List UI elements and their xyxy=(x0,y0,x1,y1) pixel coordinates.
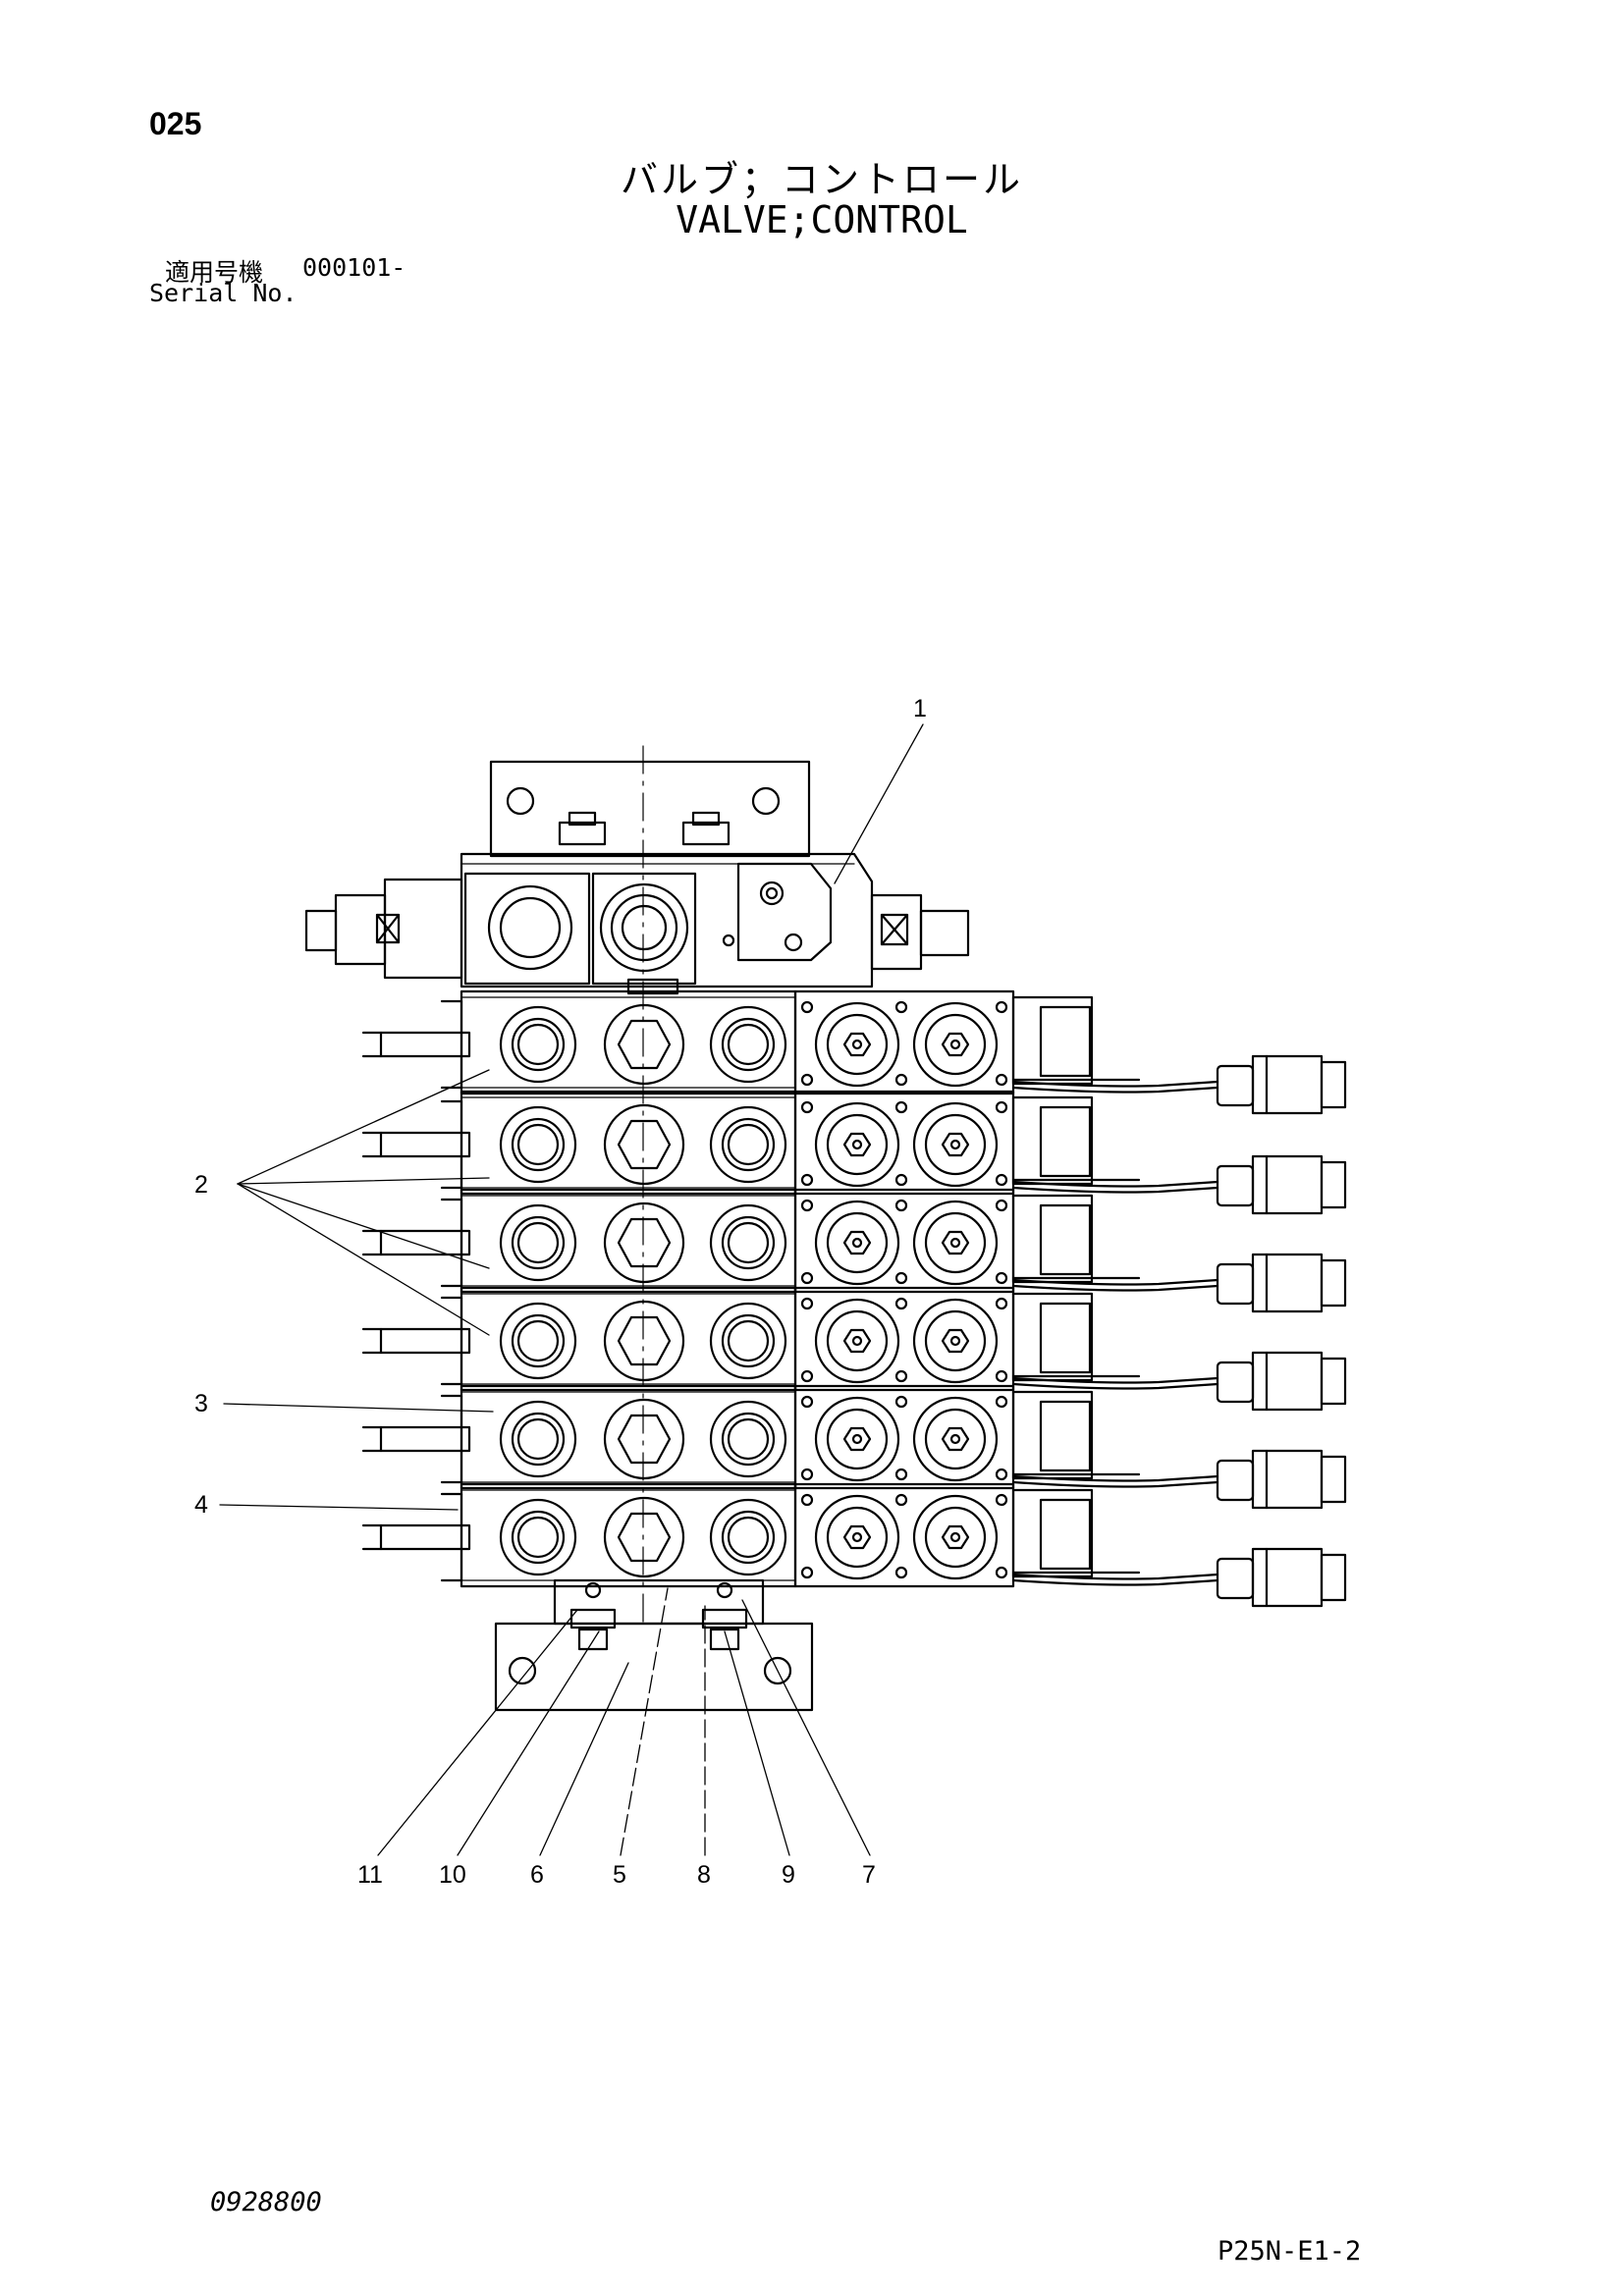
top-bolts xyxy=(558,811,731,846)
valve-section xyxy=(361,1286,1347,1412)
serial-label-japanese: 適用号機 xyxy=(165,258,264,287)
callout-1: 1 xyxy=(913,695,927,722)
callout-9: 9 xyxy=(782,1861,795,1889)
serial-label-english: Serial No. xyxy=(149,279,298,307)
figure-id: P25N-E1-2 xyxy=(1218,2236,1362,2267)
callout-8: 8 xyxy=(697,1861,711,1889)
callout-7: 7 xyxy=(862,1861,876,1889)
callout-2: 2 xyxy=(194,1171,208,1199)
callout-5: 5 xyxy=(613,1861,626,1889)
title-english: VALVE;CONTROL xyxy=(676,198,968,241)
valve-sections xyxy=(361,989,1347,1608)
bottom-bolts xyxy=(569,1581,748,1651)
page-number: 025 xyxy=(149,106,202,141)
callout-6: 6 xyxy=(530,1861,544,1889)
serial-value: 000101- xyxy=(302,253,406,282)
document-number: 0928800 xyxy=(210,2187,322,2217)
callout-4: 4 xyxy=(194,1491,208,1519)
bottom-mounting-bracket xyxy=(494,1578,814,1712)
leader-lines xyxy=(219,723,924,1856)
top-mounting-bracket xyxy=(489,760,811,858)
inlet-section xyxy=(304,852,970,995)
valve-section xyxy=(361,1384,1347,1510)
callout-3: 3 xyxy=(194,1390,208,1417)
valve-section xyxy=(361,1482,1347,1608)
valve-section xyxy=(361,1090,1347,1215)
callout-10: 10 xyxy=(439,1861,466,1889)
title-japanese: バルブ；コントロール xyxy=(620,158,1023,201)
valve-section xyxy=(361,1188,1347,1313)
callout-11: 11 xyxy=(357,1861,383,1889)
valve-section xyxy=(361,989,1347,1115)
